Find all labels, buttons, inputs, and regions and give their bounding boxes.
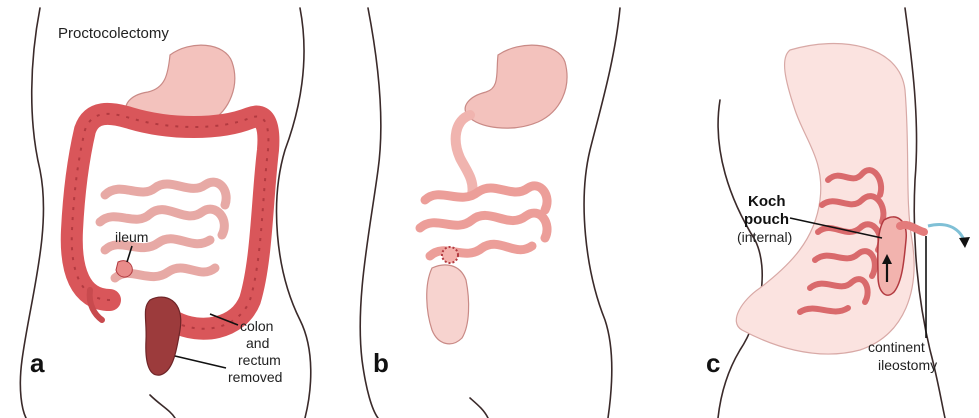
panel-c-stoma-arrowhead (959, 237, 970, 248)
colon-label-line-2: and (246, 335, 269, 351)
panel-b: b (360, 8, 620, 418)
panel-a-body-outline-right (277, 8, 311, 418)
panel-c: Koch pouch (internal) continent ileostom… (706, 8, 970, 418)
ileostomy-label-line-2: ileostomy (878, 357, 937, 373)
panel-b-body-outline-right (584, 8, 620, 418)
panel-b-groin-line (470, 398, 488, 418)
koch-label-line-1: Koch (748, 193, 786, 210)
colon-label-line-4: removed (228, 369, 282, 385)
panel-c-stoma-arrow (928, 225, 964, 240)
koch-label-line-2: pouch (744, 211, 789, 228)
panel-b-stomach (465, 45, 567, 128)
panel-b-letter: b (373, 348, 389, 378)
panel-a-ileum (116, 261, 132, 277)
colon-label-line-3: rectum (238, 352, 281, 368)
panel-a: Proctocolectomy ileum colon and rectum r… (20, 8, 310, 418)
panel-a-rectum (145, 297, 180, 375)
panel-a-letter: a (30, 348, 45, 378)
panel-b-small-intestine (420, 186, 547, 256)
panel-a-groin-line (150, 395, 175, 418)
panel-b-ileostomy-bag (427, 265, 469, 344)
panel-c-body-outline-left (718, 100, 762, 418)
colon-label-line-1: colon (240, 318, 273, 334)
ileum-label: ileum (115, 229, 148, 245)
title-label: Proctocolectomy (58, 25, 169, 42)
panel-b-duodenum (456, 115, 473, 195)
panel-c-letter: c (706, 348, 720, 378)
ileostomy-label-line-1: continent (868, 339, 925, 355)
rectum-leader (175, 356, 226, 368)
koch-sub-label: (internal) (737, 229, 792, 245)
panel-b-ileal-stoma (442, 247, 458, 263)
